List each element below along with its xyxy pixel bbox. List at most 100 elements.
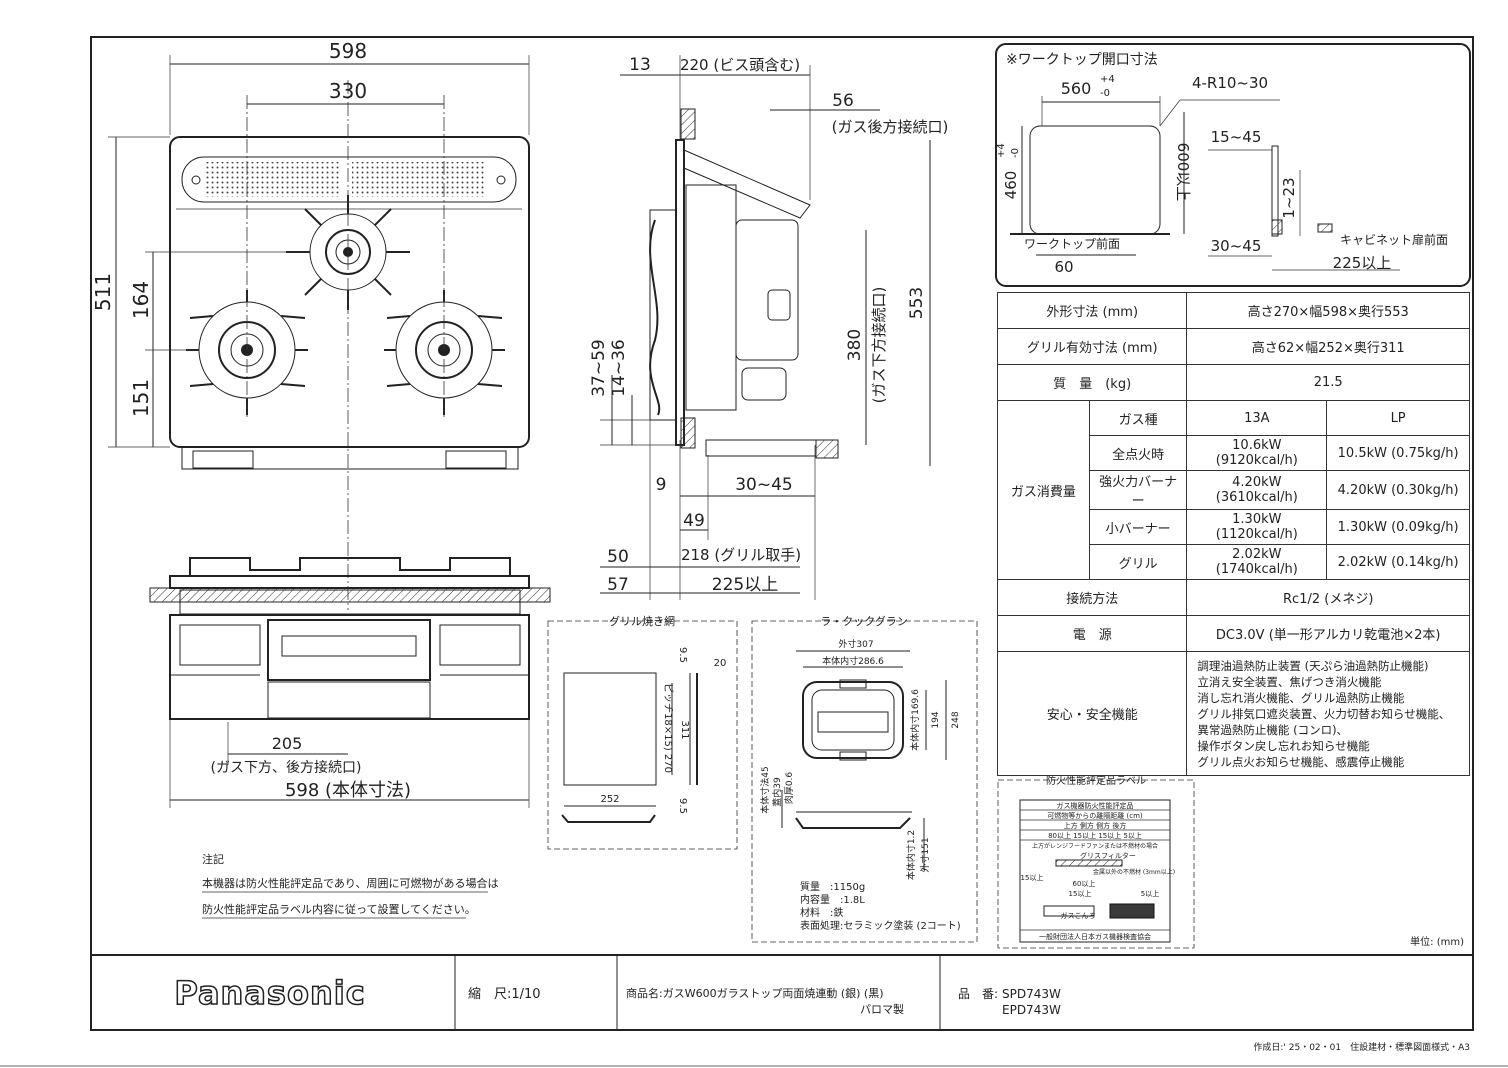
dim-560-tol-minus: -0 (1100, 88, 1110, 99)
gas-row-13a: 4.20kW (3610kcal/h) (1186, 470, 1328, 510)
gas-row-label: 全点火時 (1088, 435, 1188, 471)
fl-d15: 15以上 (1021, 873, 1044, 882)
burner-left (186, 290, 308, 415)
gas-13a-header: 13A (1186, 400, 1328, 436)
dim-460-tol-minus: -0 (1010, 148, 1021, 158)
la-cook-spec-1: 内容量 :1.8L (800, 893, 865, 906)
cooktop-side-view (600, 55, 931, 600)
glass-top-edge (169, 575, 530, 589)
unit-label: 単位: (mm) (1410, 935, 1464, 948)
fire-label-texts: 防火性能評定品ラベル ガス機器防火性能評定品 可燃物等からの離隔距離 (cm) … (1021, 774, 1176, 941)
fire-label-card (1019, 799, 1171, 943)
dim-511: 511 (91, 273, 115, 311)
burner-right (384, 290, 505, 415)
spec-label: 外形寸法 (mm) (996, 292, 1188, 329)
dim-380: 380 (845, 329, 865, 361)
gas-row-lp: 1.30kW (0.09kg/h) (1326, 509, 1470, 545)
safety-list: 調理油過熱防止装置 (天ぷら油過熱防止機能) 立消え安全装置、焦げつき消火機能 … (1186, 651, 1470, 776)
control-left (179, 624, 261, 666)
gas-bottom-label: (ガス下方接続口) (870, 287, 888, 404)
dim-9-5-top: 9.5 (677, 647, 688, 663)
dim-220: 220 (ビス頭含む) (680, 56, 800, 74)
dim-286: 本体内寸286.6 (822, 655, 884, 667)
gas-lp-header: LP (1326, 400, 1470, 436)
connection-label: 接続方法 (996, 579, 1188, 616)
fire-label-title: 防火性能評定品ラベル (1046, 774, 1146, 787)
la-cook-spec-2: 材料 :鉄 (800, 906, 843, 919)
gas-row-lp: 4.20kW (0.30kg/h) (1326, 470, 1470, 510)
dim-37-59: 37~59 (589, 339, 609, 397)
dim-20: 20 (714, 658, 727, 669)
fire-label-frame (997, 779, 1195, 949)
worktop-box (995, 43, 1471, 287)
spec-row-power: 電 源 DC3.0V (単一形アルカリ乾電池×2本) (996, 615, 1470, 652)
fl-metal: 金属以外の不燃材 (3mm以上) (1093, 868, 1175, 876)
grill-net-profile (561, 814, 656, 823)
cooktop-plan-view (108, 55, 530, 610)
fl-line-0: ガス機器防火性能評定品 (1057, 801, 1134, 810)
dim-1-2: 本体内寸1.2 (905, 830, 917, 880)
drawing-border (90, 36, 1474, 1031)
spec-row-dimensions: 外形寸法 (mm) 高さ270×幅598×奥行553 (996, 292, 1470, 329)
dim-30-45: 30~45 (735, 475, 793, 495)
la-cook-profile (795, 817, 911, 829)
fl-gas-range: ガスこんろ (1061, 911, 1096, 920)
gas-row-lp: 10.5kW (0.75kg/h) (1326, 435, 1470, 471)
fl-filter: グリスフィルター (1080, 851, 1136, 860)
connection-value: Rc1/2 (メネジ) (1186, 579, 1470, 616)
safety-line: 異常過熱防止機能 (コンロ)、 (1197, 722, 1349, 737)
dim-13: 13 (629, 55, 651, 75)
cooktop-front-elevation (149, 557, 551, 808)
dim-330: 330 (329, 79, 367, 103)
radius-leader (1159, 99, 1181, 127)
spec-row-connection: 接続方法 Rc1/2 (メネジ) (996, 579, 1470, 616)
fl-d15b: 15以上 (1069, 889, 1092, 898)
fl-line-3: 80以上 15以上 15以上 5以上 (1048, 831, 1142, 840)
dim-151: 151 (129, 379, 153, 417)
fl-line-2: 上方 側方 側方 後方 (1064, 821, 1127, 830)
gas-row-label: 小バーナー (1088, 509, 1188, 545)
dim-598: 598 (329, 39, 367, 63)
grill-net-mesh (563, 672, 657, 786)
safety-line: 消し忘れ消火機能、グリル過熱防止機能 (1197, 690, 1405, 705)
gas-row: グリル 2.02kW (1740kcal/h) 2.02kW (0.14kg/h… (998, 544, 1470, 580)
la-cook-handle-top (839, 679, 867, 689)
model-2: EPD743W (1002, 1003, 1061, 1017)
side-dimension-texts: 13 220 (ビス頭含む) 56 (ガス後方接続口) 553 380 (ガス下… (589, 55, 948, 595)
panasonic-logo: Panasonic (174, 974, 365, 1012)
dimension-texts: 598 330 511 164 151 205 (ガス下方、後方接続口) 598… (91, 39, 411, 801)
fl-footer: 一般財団法人日本ガス機器検査協会 (1039, 932, 1151, 941)
grill-net-title: グリル焼き網 (609, 614, 675, 628)
gas-rear-label: (ガス後方接続口) (832, 118, 949, 136)
side-panel-c (767, 289, 791, 321)
dim-307: 外寸307 (838, 638, 873, 650)
product-name: 商品名:ガスW600ガラストップ両面焼連動 (銀) (黒) (626, 986, 884, 1000)
worktop-texts: ※ワークトップ開口寸法 560 +4 -0 4-R10~30 460 +4 -0… (996, 52, 1448, 276)
grill-door (267, 619, 431, 681)
radius-label: 4-R10~30 (1192, 74, 1268, 92)
fl-range (1043, 905, 1095, 917)
safety-line: 立消え安全装置、焦げつき消火機能 (1197, 674, 1382, 689)
safety-line: グリル排気口遮炎装置、火力切替お知らせ機能、 (1197, 706, 1451, 721)
vent-screw-left (191, 175, 201, 185)
maker-label: パロマ製 (860, 1002, 904, 1016)
la-cook-inner (811, 689, 895, 751)
la-cook-drawing (751, 620, 978, 943)
la-cook-handle-bottom (839, 751, 867, 761)
dim-1-23: 1~23 (1280, 177, 1298, 218)
spec-row-weight: 質 量 (kg) 21.5 (996, 364, 1470, 401)
spec-value: 21.5 (1186, 364, 1470, 401)
fl-d60: 60以上 (1073, 879, 1096, 888)
model-1: SPD743W (1002, 987, 1061, 1001)
worktop-cutout-panel (995, 43, 1471, 287)
note-line-1: 防火性能評定品ラベル内容に従って設置してください。 (202, 902, 476, 916)
worktop-hatch (1271, 219, 1283, 235)
dim-460: 460 (1002, 171, 1020, 200)
grill-net-drawing (547, 620, 738, 850)
dim-553: 553 (907, 287, 927, 319)
fl-line-1: 可燃物等からの離隔距離 (cm) (1047, 811, 1143, 820)
gas-row-label: 強火力バーナー (1088, 470, 1188, 510)
fl-wall (1109, 903, 1155, 919)
dim-598-body: 598 (本体寸法) (285, 780, 411, 801)
gas-consumption-label: ガス消費量 (997, 400, 1090, 580)
